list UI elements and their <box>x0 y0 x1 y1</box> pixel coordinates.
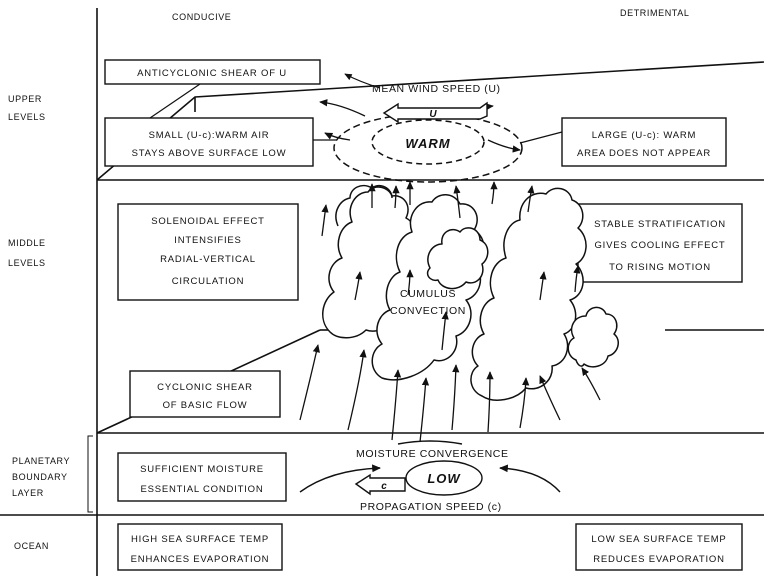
low-sst-line1: LOW SEA SURFACE TEMP <box>591 534 726 545</box>
level-ocean: OCEAN <box>14 541 49 551</box>
solenoidal-line4: CIRCULATION <box>172 276 245 287</box>
cumulus-clouds <box>322 184 619 401</box>
level-middle-line1: MIDDLE <box>8 238 46 248</box>
updraft-arrow <box>581 367 601 401</box>
box-high-sst <box>117 523 283 571</box>
high-sst-line2: ENHANCES EVAPORATION <box>131 554 270 565</box>
updraft-arrow <box>321 204 329 237</box>
stable-line3: TO RISING MOTION <box>609 262 711 273</box>
connector-line <box>519 131 563 144</box>
pbl-features <box>299 440 561 496</box>
updraft-arrow <box>391 369 402 441</box>
updraft-arrows <box>299 181 601 443</box>
warm-label: WARM <box>405 136 450 151</box>
c-arrow-label: c <box>381 481 387 492</box>
moisture-convergence-label: MOISTURE CONVERGENCE <box>356 448 509 460</box>
propagation-speed-label: PROPAGATION SPEED (c) <box>360 501 502 513</box>
level-upper-line1: UPPER <box>8 94 42 104</box>
box-cyclonic-shear <box>129 370 281 418</box>
mean-wind-speed-label: MEAN WIND SPEED (U) <box>372 83 501 95</box>
connector-line <box>149 83 201 119</box>
convergence-curve-right <box>499 464 561 493</box>
box-large-uc <box>561 117 727 167</box>
updraft-arrow <box>573 265 581 293</box>
updraft-arrow <box>453 185 461 219</box>
updraft-arrow <box>486 371 494 433</box>
cloud-right <box>470 187 587 401</box>
large-uc-line1: LARGE (U-c): WARM <box>592 130 697 141</box>
box-small-uc <box>104 117 314 167</box>
cloud-tower-top <box>335 184 393 227</box>
mean-wind-pointer <box>344 73 381 89</box>
stable-line1: STABLE STRATIFICATION <box>594 219 726 230</box>
box-low-sst <box>575 523 743 571</box>
updraft-arrow <box>419 377 430 443</box>
large-uc-line2: AREA DOES NOT APPEAR <box>577 148 711 159</box>
convergence-curve-left <box>299 464 381 493</box>
propagation-arrow: c <box>354 473 406 496</box>
low-sst-line2: REDUCES EVAPORATION <box>593 554 725 565</box>
level-upper-line2: LEVELS <box>8 112 46 122</box>
level-pbl-line1: PLANETARY <box>12 456 70 466</box>
box-solenoidal <box>117 203 299 301</box>
box-anticyclonic-shear <box>104 59 321 85</box>
updraft-arrow <box>490 181 498 205</box>
moisture-line1: SUFFICIENT MOISTURE <box>140 464 264 475</box>
updraft-arrow <box>299 344 320 421</box>
level-pbl-line2: BOUNDARY <box>12 472 68 482</box>
small-uc-line1: SMALL (U-c):WARM AIR <box>149 130 270 141</box>
updraft-arrow <box>519 377 530 429</box>
small-uc-line2: STAYS ABOVE SURFACE LOW <box>132 148 287 159</box>
mean-wind-arrow: U <box>382 101 488 124</box>
outflow-arrow <box>319 99 366 117</box>
updraft-arrow <box>539 375 561 421</box>
column-header-detrimental: DETRIMENTAL <box>620 8 689 18</box>
warm-outer-ellipse <box>333 113 523 183</box>
level-labels: UPPER LEVELS MIDDLE LEVELS PLANETARY BOU… <box>8 94 70 551</box>
updraft-arrow <box>392 185 400 209</box>
level-pbl-line3: LAYER <box>12 488 44 498</box>
level-middle-line2: LEVELS <box>8 258 46 268</box>
outflow-arrow <box>487 139 521 153</box>
solenoidal-line2: INTENSIFIES <box>174 235 241 246</box>
convergence-curve-top <box>397 440 463 445</box>
solenoidal-line3: RADIAL-VERTICAL <box>160 254 256 265</box>
updraft-arrow <box>406 269 414 296</box>
moisture-line2: ESSENTIAL CONDITION <box>140 484 263 495</box>
cloud-small-right <box>567 306 619 368</box>
solenoidal-line1: SOLENOIDAL EFFECT <box>151 216 265 227</box>
u-arrow-label: U <box>429 109 437 120</box>
high-sst-line1: HIGH SEA SURFACE TEMP <box>131 534 269 545</box>
updraft-arrow <box>451 364 460 431</box>
low-label: LOW <box>427 471 461 486</box>
updraft-arrow <box>441 311 449 351</box>
stable-line2: GIVES COOLING EFFECT <box>594 240 725 251</box>
column-header-conducive: CONDUCIVE <box>172 12 231 22</box>
cumulus-line2: CONVECTION <box>390 305 466 317</box>
cloud-center <box>426 227 489 290</box>
updraft-arrow <box>354 271 363 301</box>
updraft-arrow <box>347 349 367 431</box>
low-ellipse <box>405 460 483 496</box>
cumulus-line1: CUMULUS <box>400 288 456 300</box>
anticyclonic-shear-text: ANTICYCLONIC SHEAR OF U <box>137 68 287 79</box>
updraft-arrow <box>539 271 547 301</box>
pbl-bracket <box>87 435 93 513</box>
cyclonic-line1: CYCLONIC SHEAR <box>157 382 253 393</box>
outflow-arrow <box>324 132 351 141</box>
updraft-arrow <box>527 185 535 213</box>
warm-inner-ellipse <box>371 119 485 165</box>
cyclonic-line2: OF BASIC FLOW <box>163 400 248 411</box>
box-sufficient-moisture <box>117 452 287 502</box>
